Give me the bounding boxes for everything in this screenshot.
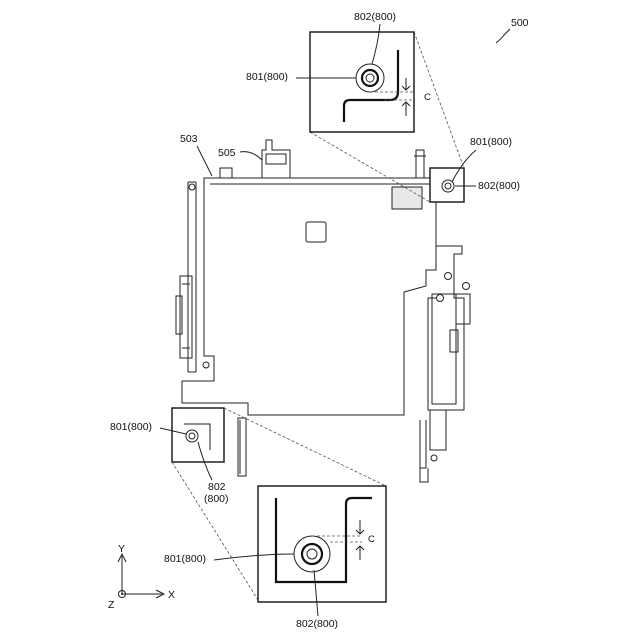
top-right-post <box>414 150 426 178</box>
left-802-label-line2: (800) <box>204 493 229 505</box>
ref-505-leader <box>240 152 262 160</box>
coordinate-axes <box>118 554 164 598</box>
left-801-label: 801(800) <box>110 421 152 433</box>
ref-500-label: 500 <box>511 17 529 29</box>
axis-z-label: Z <box>108 599 115 611</box>
ref-505-label: 505 <box>218 147 236 159</box>
left-lower-post <box>238 418 246 476</box>
bottom-detail-box <box>258 486 386 602</box>
axis-y-label: Y <box>118 543 125 555</box>
left-small-box <box>172 408 224 462</box>
top-detail-802-label: 802(800) <box>354 11 396 23</box>
main-plate <box>176 168 436 415</box>
ref-503-label: 503 <box>180 133 198 145</box>
bottom-detail-c-label: C <box>368 534 375 545</box>
axis-x-label: X <box>168 589 175 601</box>
left-802-label-line1: 802 <box>208 481 226 493</box>
top-detail-c-label: C <box>424 92 431 103</box>
right-small-box <box>430 168 464 202</box>
bottom-detail-801-label: 801(800) <box>164 553 206 565</box>
ref-503-leader <box>197 146 212 176</box>
ref-500-leader <box>496 29 510 43</box>
top-detail-801-label: 801(800) <box>246 71 288 83</box>
right-801-label: 801(800) <box>470 136 512 148</box>
bottom-detail-802-label: 802(800) <box>296 618 338 630</box>
right-assembly <box>420 246 470 482</box>
top-detail-box <box>310 32 414 132</box>
right-802-label: 802(800) <box>478 180 520 192</box>
part-505 <box>262 140 290 178</box>
